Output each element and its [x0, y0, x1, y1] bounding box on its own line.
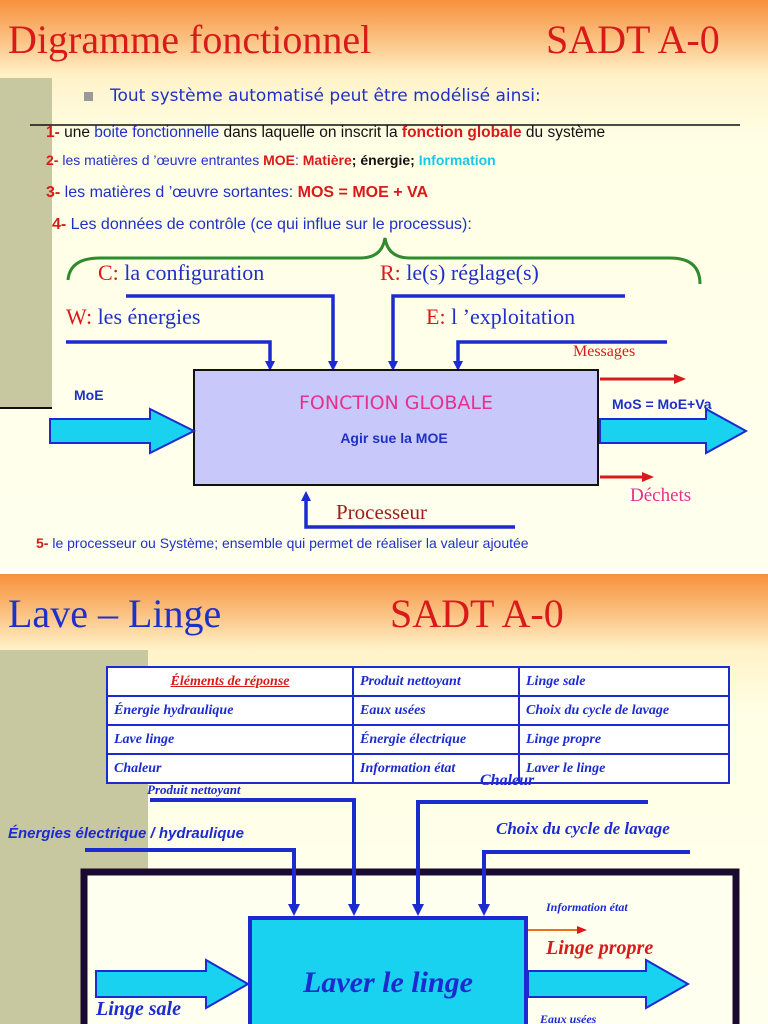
linge-propre-label: Linge propre — [546, 937, 654, 959]
table-cell: Éléments de réponse — [106, 666, 354, 697]
table-cell: Énergie hydraulique — [106, 695, 354, 726]
item-1: 1- une boite fonctionnelle dans laquelle… — [46, 124, 606, 141]
processeur-label: Processeur — [336, 500, 427, 524]
item-2: 2- les matières d ’œuvre entrantes MOE: … — [46, 152, 496, 168]
mos-output-arrow — [599, 407, 749, 455]
arrow-reglage — [388, 294, 625, 371]
table-cell: Lave linge — [106, 724, 354, 755]
mos-label: MoS = MoE+Va — [612, 396, 712, 412]
arrow-configuration — [126, 294, 338, 371]
table-cell: Linge sale — [518, 666, 730, 697]
box-label: Laver le linge — [303, 966, 473, 999]
moe-input-arrow — [49, 407, 197, 455]
slide2-diagram-lines — [80, 798, 740, 1024]
table-cell: Choix du cycle de lavage — [518, 695, 730, 726]
arrow-produit-nettoyant — [150, 798, 360, 916]
table-cell: Eaux usées — [352, 695, 520, 726]
slide2-title-right: SADT A-0 — [390, 591, 564, 636]
messages-label: Messages — [573, 343, 636, 360]
table-cell: Laver le linge — [518, 753, 730, 784]
moe-label: MoE — [74, 387, 104, 403]
arrow-exploitation — [453, 340, 667, 371]
controls-brace — [66, 237, 702, 285]
response-table: Éléments de réponse Produit nettoyant Li… — [106, 666, 730, 784]
control-e: E: l ’exploitation — [426, 304, 576, 329]
table-cell: Linge propre — [518, 724, 730, 755]
fonction-globale-box — [193, 369, 599, 486]
slide-separator — [0, 568, 768, 574]
arrow-energies — [66, 340, 275, 371]
table-row: Éléments de réponse Produit nettoyant Li… — [106, 666, 730, 697]
bullet-square-icon — [84, 92, 93, 101]
processeur-arrow — [301, 491, 515, 529]
item-4: 4- Les données de contrôle (ce qui influ… — [52, 216, 472, 233]
slide1-title-right: SADT A-0 — [546, 17, 720, 62]
control-c: C: la configuration — [98, 260, 265, 285]
item-5: 5- le processeur ou Système; ensemble qu… — [36, 535, 529, 551]
table-row: Énergie hydraulique Eaux usées Choix du … — [106, 695, 730, 726]
box-title: FONCTION GLOBALE — [299, 392, 493, 414]
slide1-diagram-lines — [0, 124, 749, 529]
table-row: Lave linge Énergie électrique Linge prop… — [106, 724, 730, 755]
linge-propre-arrow — [527, 958, 691, 1010]
table-cell: Chaleur — [106, 753, 354, 784]
laver-linge-box — [248, 916, 528, 1024]
table-cell: Énergie électrique — [352, 724, 520, 755]
slide1-title: Digramme fonctionnel — [8, 17, 372, 62]
table-cell: Information état — [352, 753, 520, 784]
sidebar-panel — [0, 78, 52, 408]
energies-label: Énergies électrique / hydraulique — [8, 825, 244, 842]
chaleur-label: Chaleur — [480, 772, 535, 789]
eaux-usees-label: Eaux usées — [540, 1012, 597, 1024]
linge-sale-label: Linge sale — [96, 998, 181, 1020]
slide-lave-linge: Lave – Linge SADT A-0 Éléments de répons… — [0, 574, 768, 1024]
intro-text: Tout système automatisé peut être modéli… — [110, 86, 541, 106]
control-w: W: les énergies — [66, 304, 201, 329]
box-subtitle: Agir sue la MOE — [340, 430, 448, 446]
information-etat-label: Information état — [546, 900, 628, 914]
item-3: 3- les matières d ’œuvre sortantes: MOS … — [46, 184, 429, 201]
arrow-chaleur — [412, 800, 648, 916]
arrow-choix-cycle — [478, 850, 690, 916]
control-r: R: le(s) réglage(s) — [380, 260, 539, 285]
dechets-label: Déchets — [630, 485, 692, 506]
table-row: Chaleur Information état Laver le linge — [106, 753, 730, 784]
table-cell: Produit nettoyant — [352, 666, 520, 697]
slide2-title: Lave – Linge — [8, 591, 222, 636]
choix-cycle-label: Choix du cycle de lavage — [496, 819, 670, 838]
arrow-energies — [85, 848, 300, 916]
linge-sale-arrow — [95, 958, 251, 1010]
produit-nettoyant-label: Produit nettoyant — [147, 782, 241, 797]
slide-functional-diagram: Digramme fonctionnel SADT A-0 Tout systè… — [0, 0, 768, 568]
